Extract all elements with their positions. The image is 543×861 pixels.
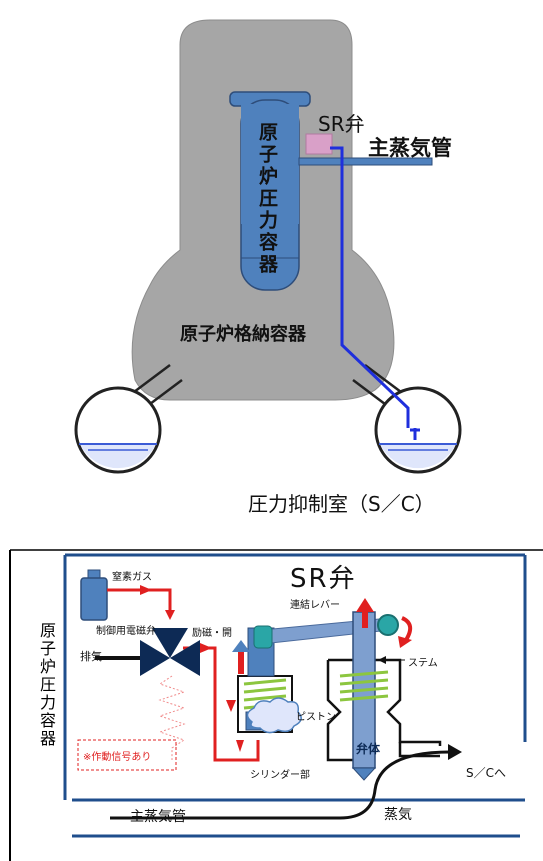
valve-stem [339,611,389,781]
main-steam-label: 主蒸気管 [368,136,452,160]
piston-gas-cloud [246,697,302,734]
cylinder-up-arrow [232,640,250,674]
signal-coil [158,675,186,760]
sr-frame [63,553,527,838]
steam-flow-curve [110,750,451,820]
valve-body-label: 弁体 [356,742,381,756]
excite-open-label: 励磁・開 [192,628,232,639]
valve-housing [326,658,442,762]
sr-title: SR弁 [290,564,357,594]
rotation-arrow [401,616,413,642]
signal-label: ※作動信号あり [83,752,152,763]
to-sc-label: S／Cへ [466,766,506,780]
link-lever [253,614,399,649]
main-steam-pipe [298,157,433,166]
rotation-arrowhead [398,636,412,648]
air-flow-lines [107,588,260,762]
stem-up-arrow [356,598,374,628]
nitrogen-bottle [80,569,108,621]
steam-flow-arrowhead [448,744,462,760]
sr-valve-label: SR弁 [318,112,365,136]
suppression-label: 圧力抑制室（S／C） [248,492,435,516]
stem-label: ステム [408,658,438,669]
suppression-chamber-left [74,386,162,474]
pcv-label: 原子炉格納容器 [180,324,306,345]
piston-label: ピストン [296,712,336,723]
rpv-label: 原子炉圧力容器 [256,122,278,276]
solenoid-valve [140,628,200,676]
rpv-side-label: 原子炉圧力容器 [37,622,56,748]
main-steam-pipe-label: 主蒸気管 [130,809,186,825]
sr-valve-marker [305,133,333,155]
solenoid-label: 制御用電磁弁 [96,626,156,637]
reactor-pressure-vessel [229,91,311,291]
nitrogen-label: 窒素ガス [112,572,152,583]
cylinder-label: シリンダー部 [250,770,310,781]
exhaust-label: 排気 [80,650,102,663]
air-flow-arrows [140,585,244,752]
signal-box [77,739,177,771]
steam-label: 蒸気 [384,807,412,823]
link-lever-label: 連結レバー [290,600,340,611]
